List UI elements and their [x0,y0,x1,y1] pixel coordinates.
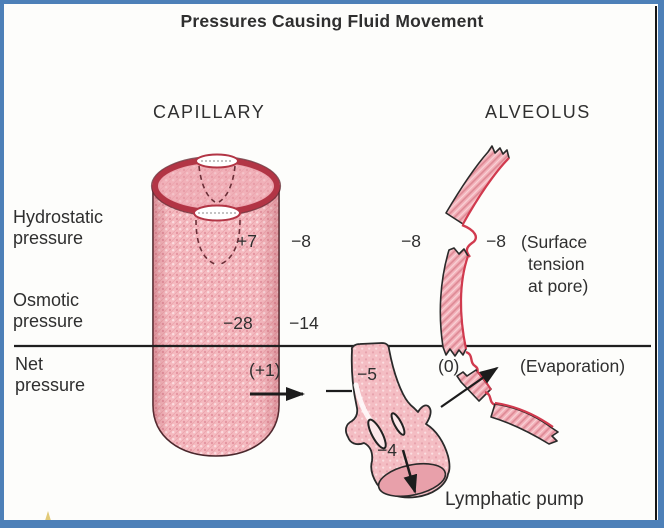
alveolus-wall [439,145,559,445]
value-net-lymphatic-lower: −4 [377,440,397,460]
alveolus-wall-segment-top [445,145,510,225]
value-osmotic-capillary: −28 [223,313,253,333]
alveolus-wall-segment-pore [456,369,492,402]
surface-tension-note-line1: (Surface [521,232,588,252]
value-hydrostatic-alveolar-left: −8 [401,231,421,251]
surface-tension-note: (Surface tension at pore) [521,231,588,297]
value-hydrostatic-alveolar-right: −8 [486,231,506,251]
value-hydrostatic-capillary: +7 [237,231,257,251]
row-label-net: Net pressure [15,354,86,395]
alveolus-column-label: ALVEOLUS [485,102,591,122]
pore-meniscus-bottom [484,390,496,407]
pore-meniscus-upper [461,223,477,258]
row-label-osmotic: Osmotic pressure [13,290,84,331]
value-net-lymphatic-upper: −5 [357,364,377,384]
value-net-capillary: (+1) [249,360,281,380]
row-label-hydrostatic: Hydrostatic pressure [13,207,104,248]
value-net-alveolus: (0) [438,356,460,376]
capillary-pore-funnel [193,153,241,266]
value-osmotic-interstitial: −14 [289,313,319,333]
flow-arrows [250,366,499,494]
capillary-vessel [150,153,282,457]
lymphatic-pump-arrow [401,449,418,494]
lymphatic-valve-slit-left [367,418,387,450]
figure-title: Pressures Causing Fluid Movement [180,11,484,31]
scan-artifact [44,511,52,524]
lymphatic-valve-slit-right [390,412,406,436]
surface-tension-note-line2: tension [528,254,585,274]
surface-tension-note-line3: at pore) [528,276,589,296]
value-hydrostatic-interstitial: −8 [291,231,311,251]
evaporation-arrow [440,366,499,408]
evaporation-label: (Evaporation) [520,356,626,376]
capillary-column-label: CAPILLARY [153,102,266,122]
lymphatic-pump-label: Lymphatic pump [445,489,584,510]
